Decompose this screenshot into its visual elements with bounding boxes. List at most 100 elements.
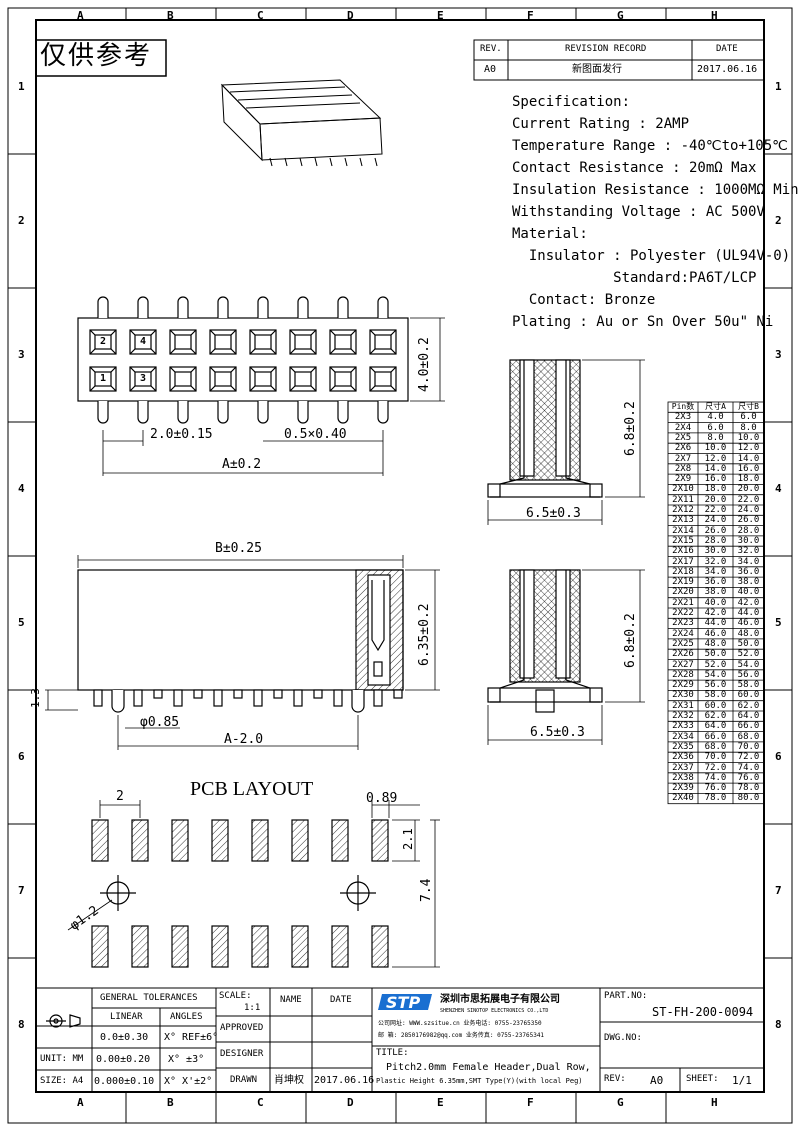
front-peg [111, 690, 125, 713]
top-pin-upper [97, 296, 109, 318]
pin-table-cell: 14.0 [704, 463, 727, 474]
pin-table-cell: 22.0 [704, 505, 727, 515]
front-pin [213, 689, 223, 707]
sheet-label: SHEET: [686, 1074, 719, 1084]
pin-table-cell: 52.0 [704, 659, 727, 670]
front-pin-short [233, 689, 243, 699]
pin-table-cell: 18.0 [737, 474, 760, 485]
pcb-pad [251, 925, 269, 968]
pcb-holes [100, 875, 376, 911]
contact-line-1: 公司网址: WWW.szsitue.cn 业务电话: 0755-23765350 [378, 1020, 542, 1027]
col-label-bottom-A: A [77, 1096, 84, 1109]
iso-pin [314, 157, 318, 167]
pcb-pad [131, 925, 149, 968]
pin-table-cell: 4.0 [707, 412, 724, 423]
pin-size-dim: 0.5×0.40 [284, 427, 347, 442]
peg-dim: 1.3 [29, 688, 42, 708]
pin-table-cell: 20.0 [737, 484, 760, 495]
spec-line: Contact: Bronze [512, 292, 656, 308]
pcb-pad [371, 819, 389, 862]
pin-table-cell: 2X40 [672, 793, 694, 804]
pin-table-cell: 24.0 [704, 515, 727, 526]
row-label-right-6: 6 [775, 750, 782, 763]
scale-value: 1:1 [244, 1003, 261, 1013]
pcb-pad [291, 819, 309, 862]
pin-table-cell: 58.0 [737, 680, 760, 691]
pin-table-cell: 22.0 [737, 494, 760, 505]
pin-table-cell: 2X3 [674, 412, 692, 423]
stamp-box [35, 39, 167, 77]
pcb-pad [371, 925, 389, 968]
front-pin-short [393, 689, 403, 699]
top-pin-lower [217, 401, 229, 424]
part-number: ST-FH-200-0094 [652, 1005, 754, 1019]
general-tolerances: GENERAL TOLERANCES [100, 993, 198, 1003]
front-pin [173, 689, 183, 707]
tol-angle-2: X° ±3° [168, 1054, 205, 1065]
company-logo-icon: STP [378, 993, 432, 1012]
pin-table-cell: 2X4 [674, 422, 692, 433]
title-block [35, 987, 765, 1093]
title-label: TITLE: [376, 1048, 409, 1058]
spec-line: Temperature Range : -40℃to+105℃ [512, 138, 788, 154]
pin-table-cell: 24.0 [737, 505, 760, 515]
contact-cell [89, 329, 117, 355]
row-label-right-3: 3 [775, 348, 782, 361]
front-pin [253, 689, 263, 707]
pin-table-cell: 36.0 [737, 566, 760, 577]
contact-cell-inner [94, 334, 112, 350]
pin-table-cell: 78.0 [704, 793, 727, 804]
pin-table-cell: 42.0 [737, 597, 760, 608]
rev-label: REV: [604, 1074, 626, 1084]
pcb-pad-height-dim: 2.1 [401, 828, 415, 850]
pin-table-cell: 56.0 [737, 669, 760, 680]
pitch-dim: 2.0±0.15 [150, 427, 213, 442]
top-pin-upper [217, 296, 229, 318]
row-label-left-6: 6 [18, 750, 25, 763]
pin-number-label: 4 [140, 336, 147, 347]
pin-table-cell: 2X29 [672, 680, 694, 691]
pin-table-cell: 2X14 [672, 525, 694, 536]
revision-table [473, 39, 765, 81]
contact-cell-inner [134, 371, 152, 387]
row-label-left-1: 1 [18, 80, 25, 93]
contact-cell [249, 366, 277, 392]
contact-cell [89, 366, 117, 392]
pin-table-cell: 2X25 [672, 638, 694, 649]
pin-table-cell: 68.0 [704, 741, 727, 752]
part-no-label: PART.NO: [604, 991, 648, 1001]
pin-table-cell: 2X32 [672, 711, 694, 721]
title-line-2: Plastic Height 6.35mm,SMT Type(Y)(with l… [376, 1077, 583, 1085]
tol-linear-2: 0.00±0.20 [96, 1054, 151, 1065]
front-peg [351, 690, 365, 713]
pin-table-cell: 2X33 [672, 721, 694, 732]
pin-table-cell: 2X12 [672, 505, 694, 515]
contact-cell-inner [134, 334, 152, 350]
pin-table-cell: 12.0 [704, 453, 727, 464]
pin-table-cell: 8.0 [707, 432, 724, 443]
pin-table-cell: 72.0 [704, 762, 727, 773]
contact-cell [329, 366, 357, 392]
pcb-pad [251, 819, 269, 862]
contact-cell [249, 329, 277, 355]
col-label-top-A: A [77, 9, 84, 22]
pin-table-cell: 16.0 [704, 474, 727, 485]
pin-table-header: 尺寸A [705, 402, 726, 411]
top-pin-upper [137, 296, 149, 318]
pin-table-cell: 76.0 [737, 772, 760, 783]
contact-cell-inner [94, 371, 112, 387]
pcb-pad [91, 925, 109, 968]
pin-table-cell: 66.0 [737, 721, 760, 732]
svg-text:STP: STP [386, 993, 420, 1012]
row-label-left-3: 3 [18, 348, 25, 361]
pin-table-cell: 44.0 [704, 618, 727, 629]
pin-table-cell: 60.0 [737, 690, 760, 701]
pin-table-cell: 2X31 [672, 700, 694, 711]
pin-table-cell: 70.0 [704, 752, 727, 763]
pin-table-cell: 20.0 [704, 494, 727, 505]
pcb-pitch-dim: 2 [116, 789, 124, 804]
pin-table-cell: 64.0 [704, 721, 727, 732]
pin-table-cell: 78.0 [737, 783, 760, 794]
pin-table-cell: 6.0 [740, 412, 757, 423]
